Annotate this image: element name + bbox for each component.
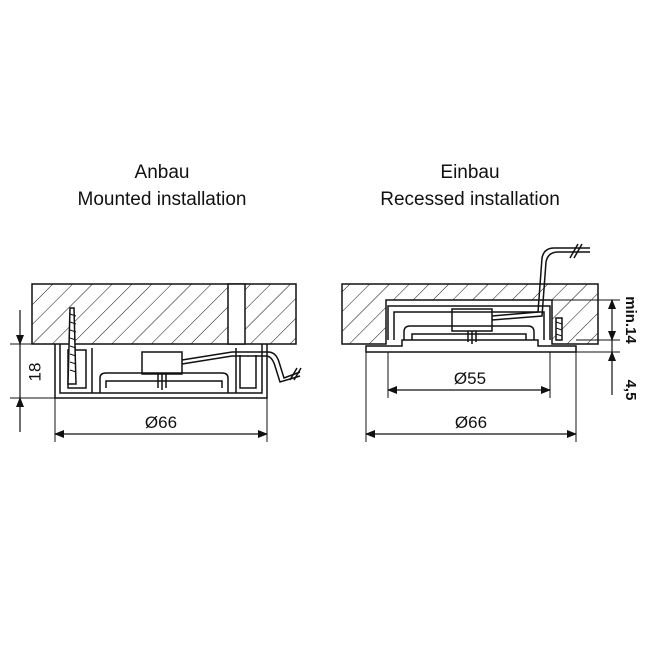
mounted-cable-slot: [227, 283, 246, 345]
recessed-screw: [555, 317, 563, 341]
mounted-title-en: Mounted installation: [77, 189, 247, 210]
recessed-reflector: [403, 325, 535, 340]
mounted-drawing: [10, 283, 302, 442]
mounted-diameter-label: Ø66: [145, 413, 177, 432]
mounted-cable: [181, 351, 301, 379]
recessed-inner-label: Ø55: [454, 369, 486, 388]
recessed-flange-label: 4,5: [622, 380, 639, 401]
mounted-screw: [67, 307, 77, 385]
recessed-depth-label: min.14: [622, 296, 639, 344]
mounted-shelf: [31, 283, 297, 345]
mounted-housing: [54, 344, 268, 399]
recessed-title-en: Recessed installation: [380, 189, 560, 210]
recessed-outer-label: Ø66: [455, 413, 487, 432]
mounted-title-de: Anbau: [134, 162, 190, 183]
mounted-reflector: [99, 372, 229, 393]
mounted-height-label: 18: [25, 363, 44, 382]
recessed-title-de: Einbau: [440, 162, 500, 183]
recessed-drawing: [341, 243, 620, 442]
recessed-cable: [491, 247, 590, 317]
recessed-flange: [365, 339, 577, 353]
mounted-lamp: [141, 351, 183, 375]
recessed-housing: [387, 305, 551, 340]
